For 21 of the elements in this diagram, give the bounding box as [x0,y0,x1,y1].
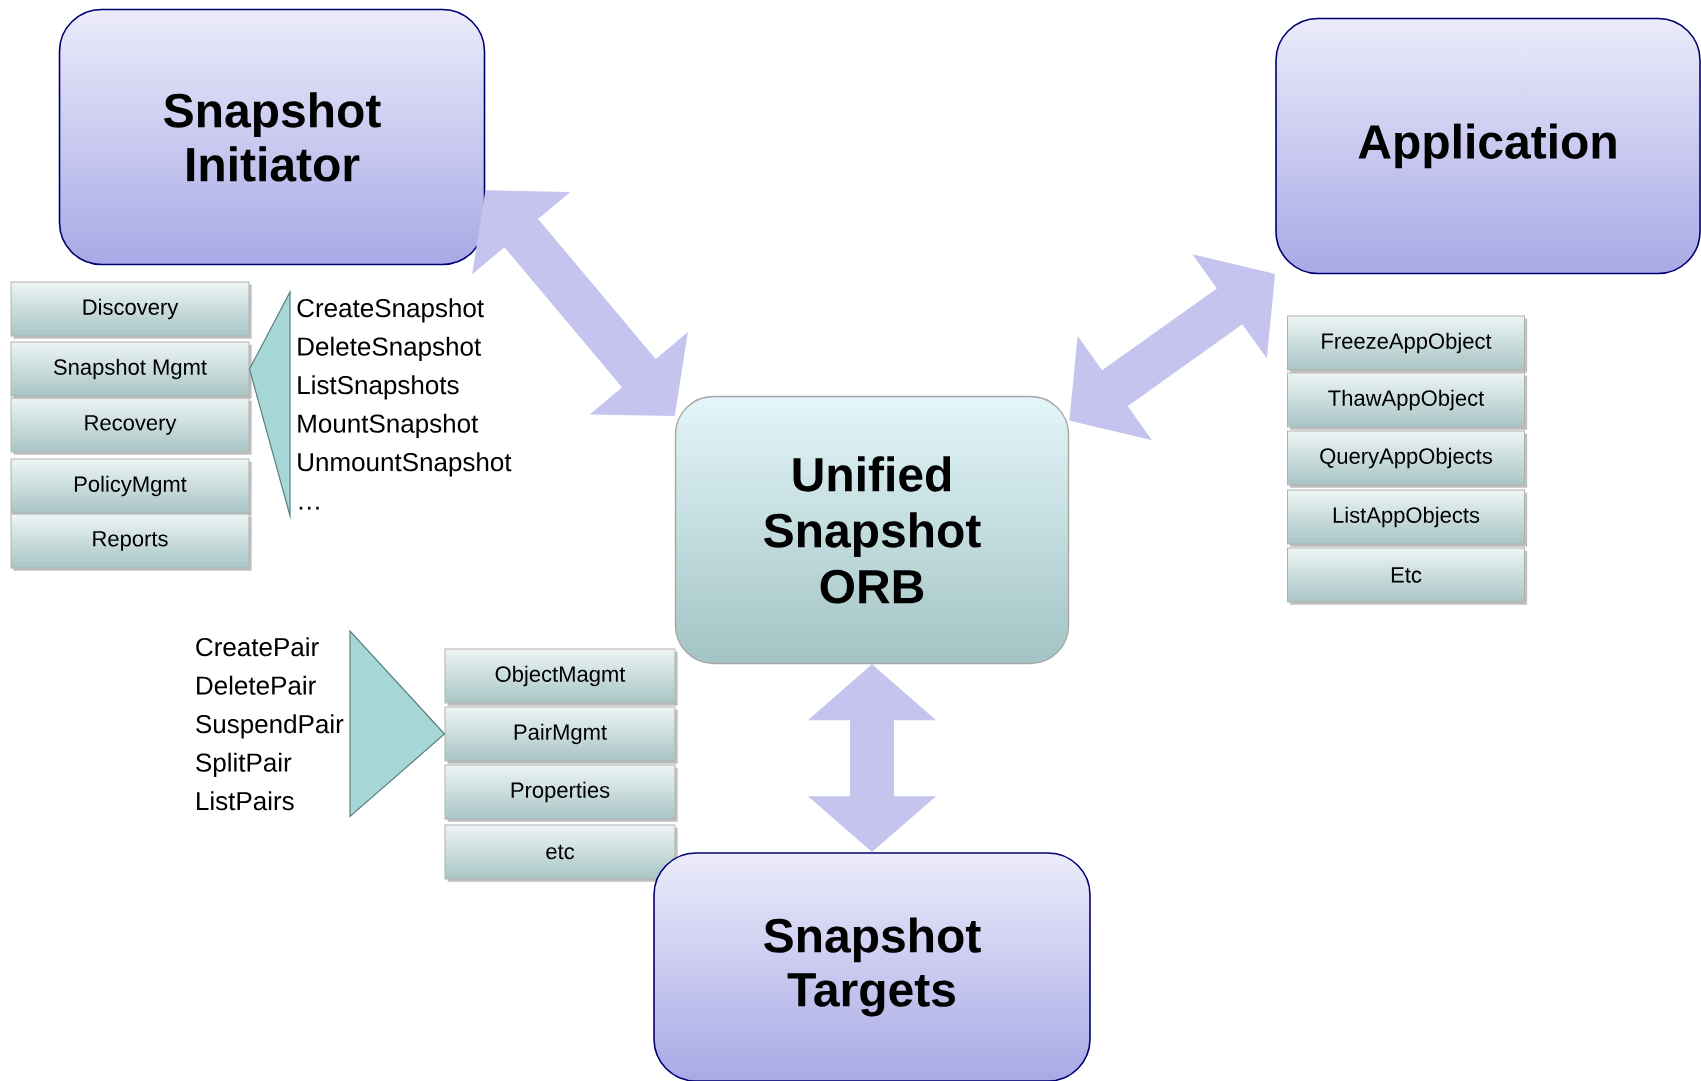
menu-box: Properties [444,764,678,822]
process-box: Snapshot Initiator [58,8,486,266]
menu-box: QueryAppObjects [1287,430,1528,488]
menu-box: ThawAppObject [1287,372,1528,430]
menu-box: etc [444,824,678,882]
menu-box: ObjectMagmt [444,648,678,706]
menu-box: Reports [10,513,252,571]
menu-box: Etc [1287,547,1528,605]
menu-box: Discovery [10,281,252,339]
callout-wedge [349,629,446,818]
menu-box: FreezeAppObject [1287,315,1528,373]
menu-box: ListAppObjects [1287,489,1528,547]
operation-list: CreateSnapshot DeleteSnapshot ListSnapshots MountSnapshot UnmountSnapshot … [297,298,512,510]
process-box: Unified Snapshot ORB [674,395,1070,665]
menu-box: PolicyMgmt [10,458,252,516]
operation-list: CreatePair DeletePair SuspendPair SplitPair ListPairs [196,637,344,811]
process-box: Application [1275,17,1701,275]
menu-box: Snapshot Mgmt [10,341,252,399]
process-box: Snapshot Targets [653,852,1091,1081]
menu-box: PairMgmt [444,706,678,764]
menu-box: Recovery [10,397,252,455]
